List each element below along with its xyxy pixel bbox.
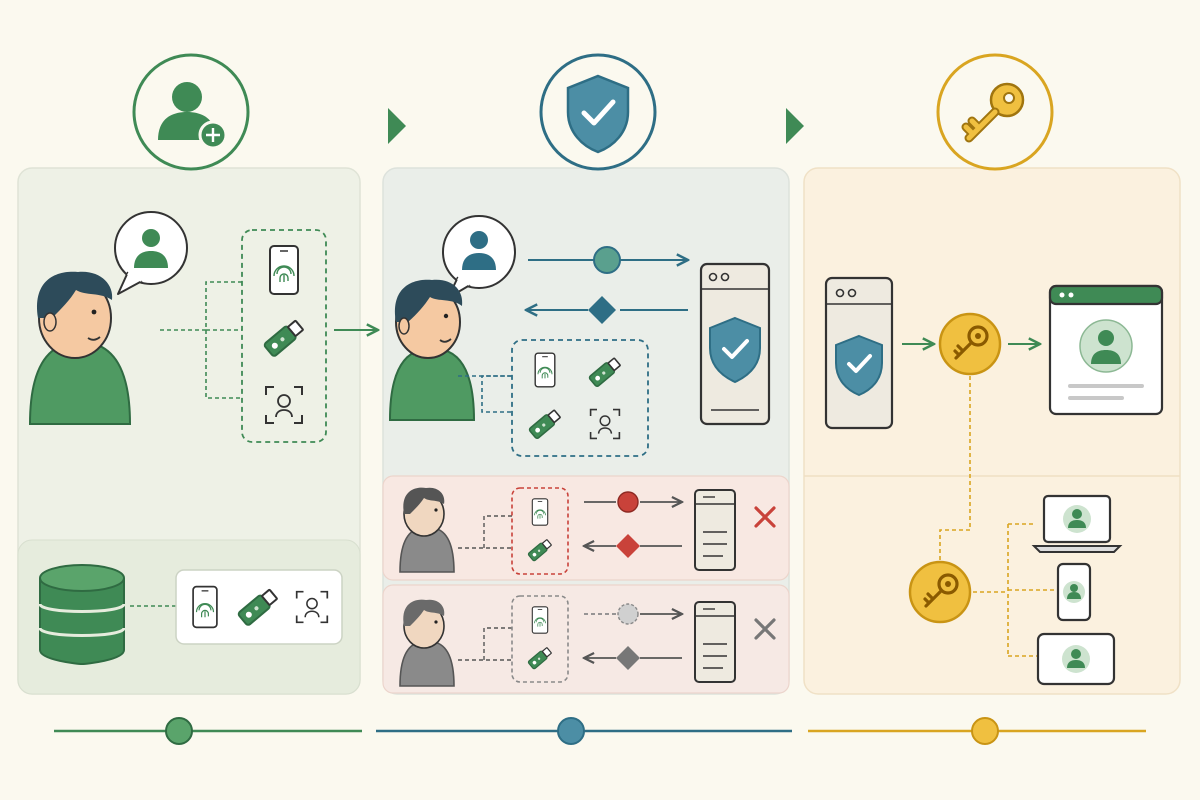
progress-timeline [54,717,1146,745]
auth-authenticator-options [511,339,649,457]
failed-attempt-red [382,475,790,581]
access-panel [803,167,1181,695]
sync-connectors [939,376,1058,657]
synced-key-token [908,560,972,624]
auth-user-person [388,279,476,421]
tablet-icon [1036,632,1116,686]
auth-connectors [458,375,512,413]
key-icon [936,53,1054,171]
fingerprint-phone-icon [269,245,299,295]
database-icon [38,564,126,666]
stage-authenticate [382,53,790,695]
account-window [1048,284,1164,416]
timeline-node-register[interactable] [165,717,193,745]
auth-fingerprint-icon [534,352,556,388]
phone-icon [1056,562,1092,622]
response-token [588,296,616,324]
stage-chevron-1 [388,108,406,144]
rejected-x-icon [754,506,776,528]
access-server [824,276,894,430]
attacker-person [399,487,455,573]
failed-attempt-gray [382,584,790,694]
timeline-node-access[interactable] [971,717,999,745]
stored-fingerprint-icon [192,585,218,629]
stage-register [17,53,378,695]
register-connectors [160,281,242,399]
attacker-person-2 [399,599,455,687]
laptop-icon [1031,494,1123,553]
user-person [28,271,132,425]
challenge-token [593,246,621,274]
rejected-x-icon-2 [754,618,776,640]
shield-check-icon [539,53,657,171]
access-key-token [938,312,1002,376]
speech-bubble-user-auth [442,215,516,299]
authenticator-options [241,229,327,443]
stage-access [803,53,1181,695]
speech-bubble-user [114,211,188,295]
stage-chevron-2 [786,108,804,144]
timeline-node-authenticate[interactable] [557,717,585,745]
auth-server [699,262,771,426]
user-add-icon [132,53,250,171]
challenge-response [526,246,688,324]
